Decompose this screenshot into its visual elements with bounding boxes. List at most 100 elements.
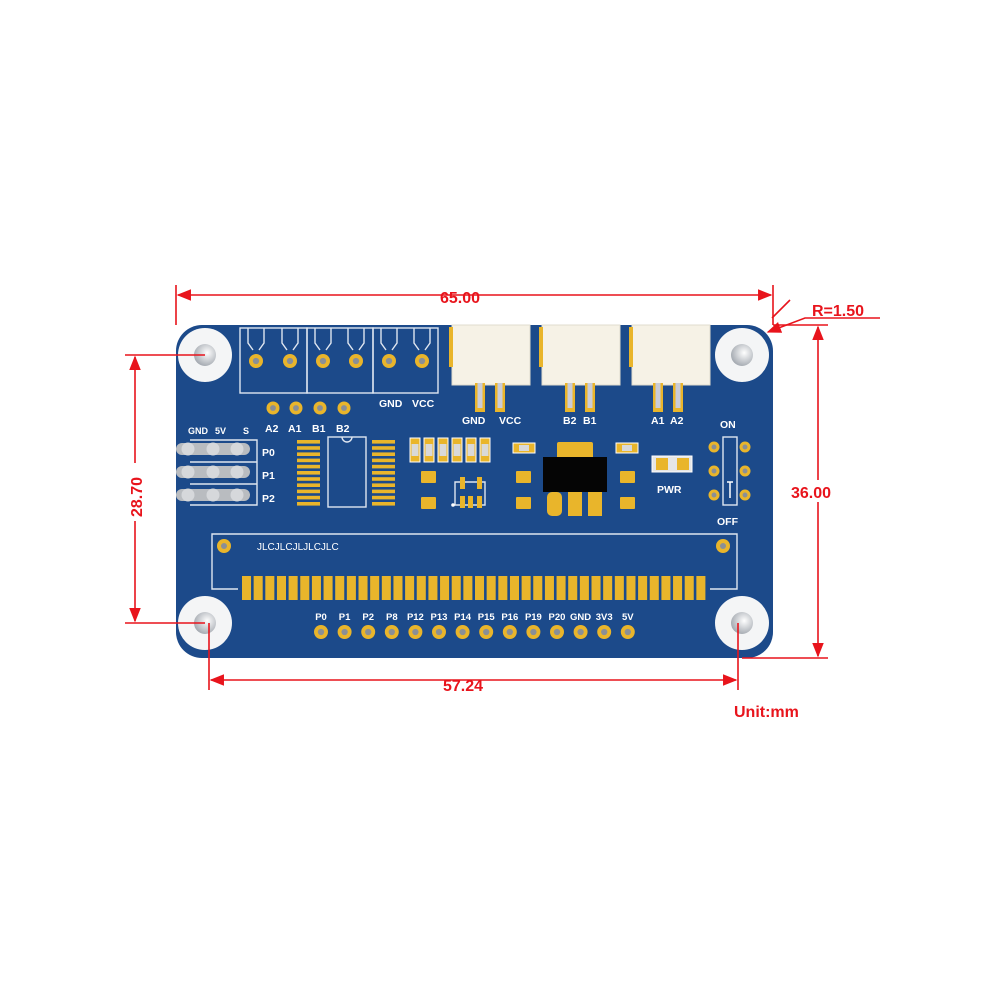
transistor-pad (460, 477, 465, 489)
label-pin-p1: P1 (339, 612, 351, 623)
ic-pad (297, 483, 320, 487)
edge-finger (300, 576, 310, 600)
jst-connectors (449, 324, 711, 412)
bottom-pin-hole (365, 628, 372, 636)
smd-components (409, 437, 639, 509)
ic-pad (297, 458, 320, 463)
ic-pad (297, 502, 320, 506)
edge-finger (498, 576, 508, 600)
smd-resistor-body (622, 445, 632, 451)
edge-finger (614, 576, 624, 600)
pin1-dot (451, 503, 455, 507)
edge-finger (405, 576, 415, 600)
power-switch[interactable] (708, 436, 751, 506)
ic-pad (297, 446, 320, 450)
ic-pad (372, 446, 395, 450)
resistor-body (467, 444, 475, 456)
jst-connector (541, 324, 621, 386)
ic-pad (372, 458, 395, 463)
label-conn2-b2: B2 (563, 415, 577, 427)
servo-header (176, 439, 258, 506)
ic-pad (297, 477, 320, 481)
edge-finger (451, 576, 461, 600)
dimension-hole-horizontal: 57.24 (208, 623, 739, 695)
terminal-lead (347, 328, 365, 351)
edge-finger (684, 576, 694, 600)
edge-finger (673, 576, 683, 600)
mounting-hole-center (731, 344, 753, 366)
header-pin-end (230, 442, 244, 456)
edge-connector (211, 533, 738, 600)
edge-finger (253, 576, 263, 600)
motor-pad-hole (270, 405, 276, 411)
label-pin-p14: P14 (454, 612, 472, 623)
bottom-pin-hole (317, 628, 325, 636)
dimension-height: 36.00 (742, 324, 842, 659)
label-conn2-b1: B1 (583, 415, 597, 427)
edge-finger (276, 576, 286, 600)
label-pin-3v3: 3V3 (596, 612, 613, 623)
ic-pad (297, 440, 320, 444)
label-conn3-a2: A2 (670, 415, 684, 427)
transistor-pad (477, 496, 482, 508)
resistor-body (411, 444, 419, 456)
edge-finger (370, 576, 380, 600)
label-pwr: PWR (657, 484, 682, 496)
dimension-width: 65.00 (175, 285, 774, 325)
edge-finger (463, 576, 473, 600)
edge-finger (288, 576, 298, 600)
bottom-pin-hole (601, 628, 608, 636)
ic-pad (297, 495, 320, 500)
edge-finger (323, 576, 333, 600)
bottom-pin-hole (553, 628, 561, 636)
label-motor-b2: B2 (336, 423, 350, 435)
motor-pad-hole (317, 405, 323, 411)
edge-finger (486, 576, 496, 600)
terminal-pad-hole (385, 357, 393, 365)
edge-finger (626, 576, 636, 600)
label-pin-5v: 5V (622, 612, 634, 623)
switch-pad-hole (711, 492, 717, 498)
ic-pad (372, 440, 395, 444)
ic-pad (372, 477, 395, 481)
label-row-p0: P0 (262, 447, 275, 459)
ic-pad (297, 452, 320, 456)
label-terminal-vcc: VCC (412, 398, 435, 410)
jst-connector (451, 324, 531, 386)
edge-finger (358, 576, 368, 600)
label-pin-p13: P13 (431, 612, 448, 623)
bottom-pin-hole (483, 628, 490, 636)
bottom-pin-hole (577, 628, 584, 636)
terminal-lead (281, 328, 299, 351)
switch-pad-hole (742, 492, 748, 498)
edge-finger (661, 576, 671, 600)
label-terminal-gnd: GND (379, 398, 403, 410)
terminal-pad-hole (352, 357, 360, 365)
edge-finger (533, 576, 543, 600)
transistor-pad (460, 496, 465, 508)
jst-pin (477, 383, 483, 408)
header-pin-end (206, 488, 220, 502)
edge-finger (475, 576, 485, 600)
terminal-pad-hole (418, 357, 426, 365)
terminal-lead (413, 328, 431, 351)
mounting-holes (178, 328, 769, 650)
dimension-hole-vertical-label: 28.70 (129, 477, 146, 517)
label-conn1-gnd: GND (462, 415, 486, 427)
motor-pad-hole (341, 405, 347, 411)
dimension-width-label: 65.00 (440, 290, 480, 307)
dimension-radius-label: R=1.50 (812, 303, 864, 320)
switch-pad-hole (711, 468, 717, 474)
edge-finger (416, 576, 426, 600)
edge-finger (521, 576, 531, 600)
edge-finger (603, 576, 613, 600)
edge-finger (346, 576, 356, 600)
ic-pad (372, 489, 395, 494)
motor-pad-hole (293, 405, 299, 411)
resistor-body (425, 444, 433, 456)
label-pin-p19: P19 (525, 612, 542, 623)
jst-connector (631, 324, 711, 386)
pwr-led (651, 455, 693, 473)
dimension-hole-horizontal-label: 57.24 (443, 678, 483, 695)
